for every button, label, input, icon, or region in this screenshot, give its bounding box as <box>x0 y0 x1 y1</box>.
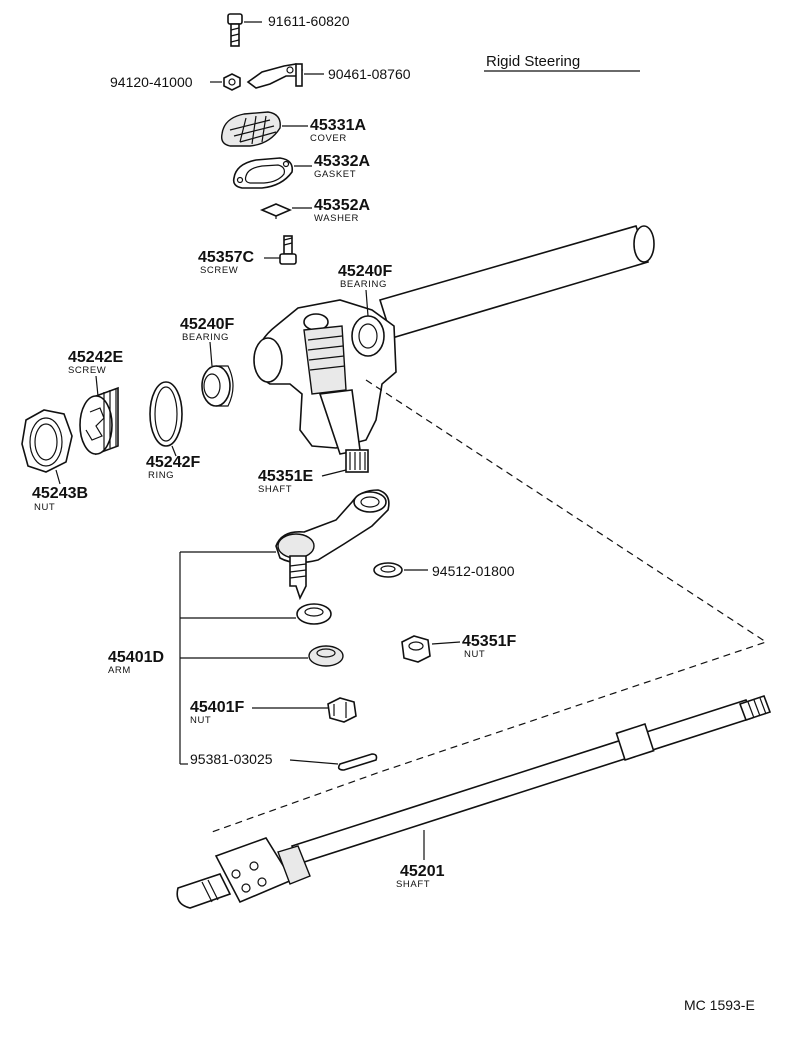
part-number-94512: 94512-01800 <box>432 563 515 579</box>
part-number-45351f: 45351F <box>462 633 516 650</box>
part-name-washer: WASHER <box>314 213 359 224</box>
part-name-gasket: GASKET <box>314 169 356 180</box>
part-number-45352a: 45352A <box>314 197 370 214</box>
castle-nut-45401f-part <box>327 697 357 723</box>
cover-45331a-part <box>220 111 281 147</box>
ring-45242f-part <box>149 381 183 447</box>
part-name-bearing-upper: BEARING <box>340 279 387 290</box>
part-number-45351e: 45351E <box>258 468 313 485</box>
steering-column-tube <box>378 225 655 339</box>
part-name-arm: ARM <box>108 665 131 676</box>
dashed-assembly-line <box>211 379 768 833</box>
seal-washer-upper-part <box>296 603 332 625</box>
part-number-91611: 91611-60820 <box>268 13 350 29</box>
part-number-45401f: 45401F <box>190 699 244 716</box>
part-name-screw-45357: SCREW <box>200 265 238 276</box>
part-number-95381: 95381-03025 <box>190 751 273 767</box>
pitman-arm-45401d-part <box>275 489 390 601</box>
cotter-pin-95381-part <box>337 753 378 771</box>
figure-code: MC 1593-E <box>684 997 755 1013</box>
washer-94512-part <box>373 562 403 578</box>
bolt-91611-part <box>227 13 243 47</box>
part-number-45240f-upper: 45240F <box>338 263 392 280</box>
seal-washer-lower-part <box>308 645 344 667</box>
part-name-nut-45243b: NUT <box>34 502 55 513</box>
adjusting-screw-45242e-part <box>79 386 119 456</box>
part-number-45242e: 45242E <box>68 349 123 366</box>
part-number-45243b: 45243B <box>32 485 88 502</box>
part-name-cover: COVER <box>310 133 347 144</box>
group-bracket-45401d <box>179 551 308 765</box>
leader-45240f-upper <box>365 289 369 317</box>
part-number-45331a: 45331A <box>310 117 366 134</box>
sector-shaft-45351e-part <box>303 313 369 473</box>
part-number-45357c: 45357C <box>198 249 254 266</box>
washer-45352a-part <box>259 203 293 219</box>
leader-45243b <box>55 469 61 485</box>
part-name-shaft-45351e: SHAFT <box>258 484 292 495</box>
part-name-shaft-45201: SHAFT <box>396 879 430 890</box>
leader-95381 <box>289 759 339 765</box>
steering-main-shaft-45201-part <box>176 694 772 909</box>
bracket-90461-part <box>246 63 304 89</box>
leader-45240f-lower <box>209 341 213 367</box>
gasket-45332a-part <box>232 157 294 189</box>
part-number-45401d: 45401D <box>108 649 164 666</box>
nut-45351f-part <box>401 635 431 663</box>
screw-45357c-part <box>279 235 297 265</box>
part-number-45332a: 45332A <box>314 153 370 170</box>
leader-45242f <box>171 445 177 457</box>
part-number-90461: 90461-08760 <box>328 66 411 82</box>
part-name-nut-45401f: NUT <box>190 715 211 726</box>
part-name-ring: RING <box>148 470 174 481</box>
part-name-bearing-lower: BEARING <box>182 332 229 343</box>
lock-nut-45243b-part <box>21 409 73 473</box>
leader-45351e <box>321 469 347 477</box>
part-name-nut-45351f: NUT <box>464 649 485 660</box>
bearing-45240f-lower-part <box>201 365 234 407</box>
leader-45242e <box>95 375 99 397</box>
part-number-45201: 45201 <box>400 863 445 880</box>
part-name-screw-45242e: SCREW <box>68 365 106 376</box>
leader-45351f <box>431 641 461 645</box>
diagram-title: Rigid Steering <box>486 53 580 70</box>
part-number-45242f: 45242F <box>146 454 200 471</box>
part-number-45240f-lower: 45240F <box>180 316 234 333</box>
part-number-94120: 94120-41000 <box>110 74 193 90</box>
nut-94120-part <box>223 73 241 91</box>
